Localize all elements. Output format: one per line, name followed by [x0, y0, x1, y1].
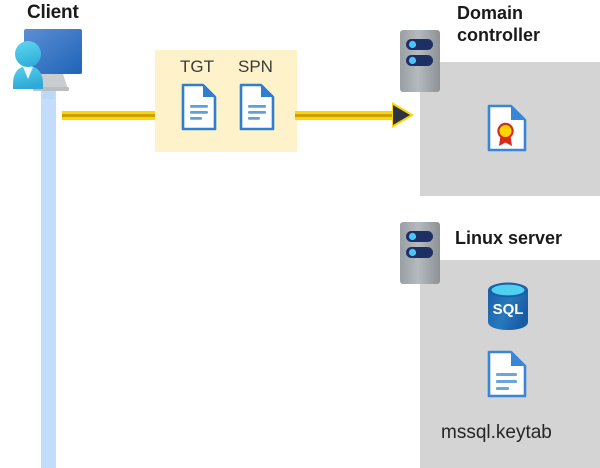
keytab-document-icon — [487, 350, 527, 398]
sql-database-icon: SQL — [485, 281, 531, 331]
linux-server-title: Linux server — [455, 228, 563, 248]
certificate-document-icon — [487, 104, 527, 152]
keytab-filename-caption: mssql.keytab — [441, 422, 552, 443]
sql-icon-text: SQL — [493, 301, 524, 318]
flow-arrow-head-icon — [393, 105, 410, 125]
client-workstation-icon — [5, 27, 87, 102]
linux-server-server-icon — [400, 222, 440, 284]
tgt-document-icon — [181, 83, 217, 131]
flow-line-segment-left — [62, 111, 158, 120]
spn-label: SPN — [238, 57, 273, 76]
domain-controller-server-icon — [400, 30, 440, 92]
flow-line-segment-right — [295, 111, 395, 120]
domain-controller-title: Domain controller — [457, 3, 541, 45]
spn-document-icon — [239, 83, 275, 131]
client-lifeline — [41, 66, 56, 468]
tgt-label: TGT — [180, 57, 214, 76]
credentials-panel — [155, 50, 297, 152]
client-title: Client — [27, 2, 79, 23]
